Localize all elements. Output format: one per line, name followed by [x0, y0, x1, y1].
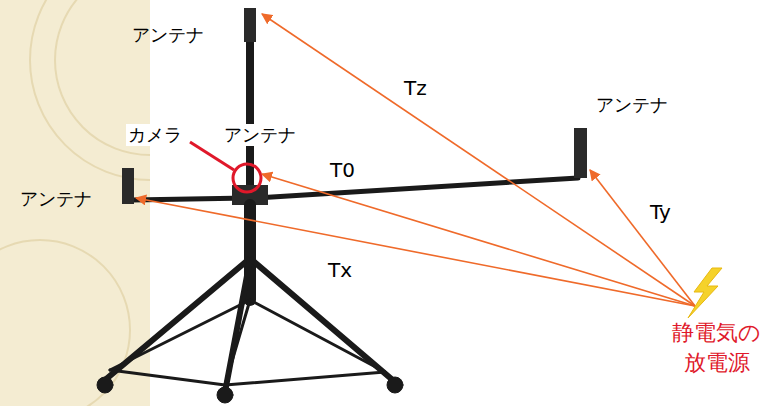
camera-leader [190, 142, 234, 170]
distance-label: T0 [328, 158, 357, 182]
distance-label: Ty [648, 200, 673, 224]
camera-label: カメラ [126, 124, 184, 146]
background-strip [0, 0, 150, 406]
antenna-label: アンテナ [594, 94, 670, 116]
distance-label: Tz [402, 76, 429, 100]
source-label: 静電気の 放電源 [664, 318, 769, 377]
lightning-icon [688, 268, 722, 318]
distance-label: Tx [326, 258, 354, 282]
antenna-label: アンテナ [222, 124, 298, 146]
antenna-label: アンテナ [18, 188, 94, 210]
camera-ring [233, 164, 261, 192]
antenna-label: アンテナ [130, 24, 206, 46]
signal-paths [136, 14, 695, 306]
